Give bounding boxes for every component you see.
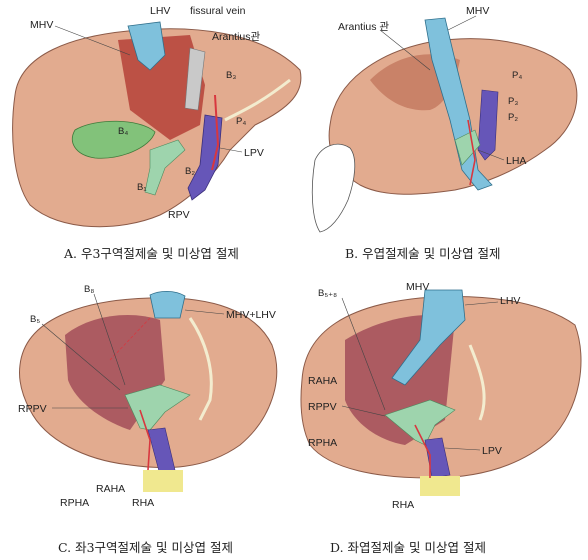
- panel-d-label-lpv: LPV: [482, 445, 502, 457]
- panel-c-label-rpha: RPHA: [60, 497, 89, 509]
- panel-c-caption: C. 좌3구역절제술 및 미상엽 절제: [58, 540, 233, 555]
- panel-b-label-p3: P₃: [508, 96, 518, 107]
- panel-c: B₈ B₅ MHV+LHV RPPV RAHA RPHA RHA C. 좌3구역…: [18, 284, 277, 555]
- panel-a-label-mhv: MHV: [30, 19, 53, 31]
- panel-a-label-b3: B₃: [226, 70, 236, 81]
- panel-d-label-raha: RAHA: [308, 375, 337, 387]
- panel-c-stump: [143, 470, 183, 492]
- panel-d-label-b5-8: B₅₊₈: [318, 288, 337, 299]
- panel-a-label-b2: B₂: [185, 166, 195, 177]
- panel-a: MHV LHV fissural vein Arantius관 B₃ B₄ P₄…: [13, 5, 301, 261]
- panel-c-label-mhv-lhv: MHV+LHV: [226, 309, 276, 321]
- panel-b: Arantius 관 MHV P₄ P₃ P₂ LHA B. 우엽절제술 및 미…: [312, 5, 577, 261]
- panel-b-hand: [312, 144, 355, 232]
- panel-a-label-arantius: Arantius관: [212, 31, 261, 43]
- panel-a-caption: A. 우3구역절제술 및 미상엽 절제: [63, 246, 239, 261]
- panel-b-label-lha: LHA: [506, 155, 526, 167]
- panel-d-label-lhv: LHV: [500, 295, 520, 307]
- panel-d-label-rpha: RPHA: [308, 437, 337, 449]
- panel-a-label-p4: P₄: [236, 116, 246, 127]
- panel-d-label-mhv: MHV: [406, 281, 429, 293]
- panel-c-label-rha: RHA: [132, 497, 154, 509]
- panel-a-label-lpv: LPV: [244, 147, 264, 159]
- panel-b-caption: B. 우엽절제술 및 미상엽 절제: [345, 246, 501, 261]
- panel-a-label-b4: B₄: [118, 126, 128, 137]
- panel-b-label-p2: P₂: [508, 112, 518, 123]
- panel-d-caption: D. 좌엽절제술 및 미상엽 절제: [330, 540, 486, 555]
- panel-b-label-p4: P₄: [512, 70, 522, 81]
- panel-d: B₅₊₈ MHV LHV RAHA RPPV RPHA LPV RHA D. 좌…: [301, 281, 581, 555]
- panel-b-label-mhv: MHV: [466, 5, 489, 17]
- panel-c-hepatic-vein: [150, 291, 185, 318]
- panel-a-label-b1: B₁: [137, 182, 147, 193]
- panel-a-label-lhv: LHV: [150, 5, 170, 17]
- panel-c-label-rppv: RPPV: [18, 403, 47, 415]
- panel-c-label-b5: B₅: [30, 314, 40, 325]
- panel-b-portal-vein: [478, 90, 498, 160]
- panel-c-label-b8: B₈: [84, 284, 94, 295]
- panel-a-label-rpv: RPV: [168, 209, 190, 221]
- panel-d-label-rha: RHA: [392, 499, 414, 511]
- panel-a-label-fissural-vein: fissural vein: [190, 5, 246, 17]
- panel-c-label-raha: RAHA: [96, 483, 125, 495]
- panel-d-stump: [420, 476, 460, 496]
- panel-d-label-rppv: RPPV: [308, 401, 337, 413]
